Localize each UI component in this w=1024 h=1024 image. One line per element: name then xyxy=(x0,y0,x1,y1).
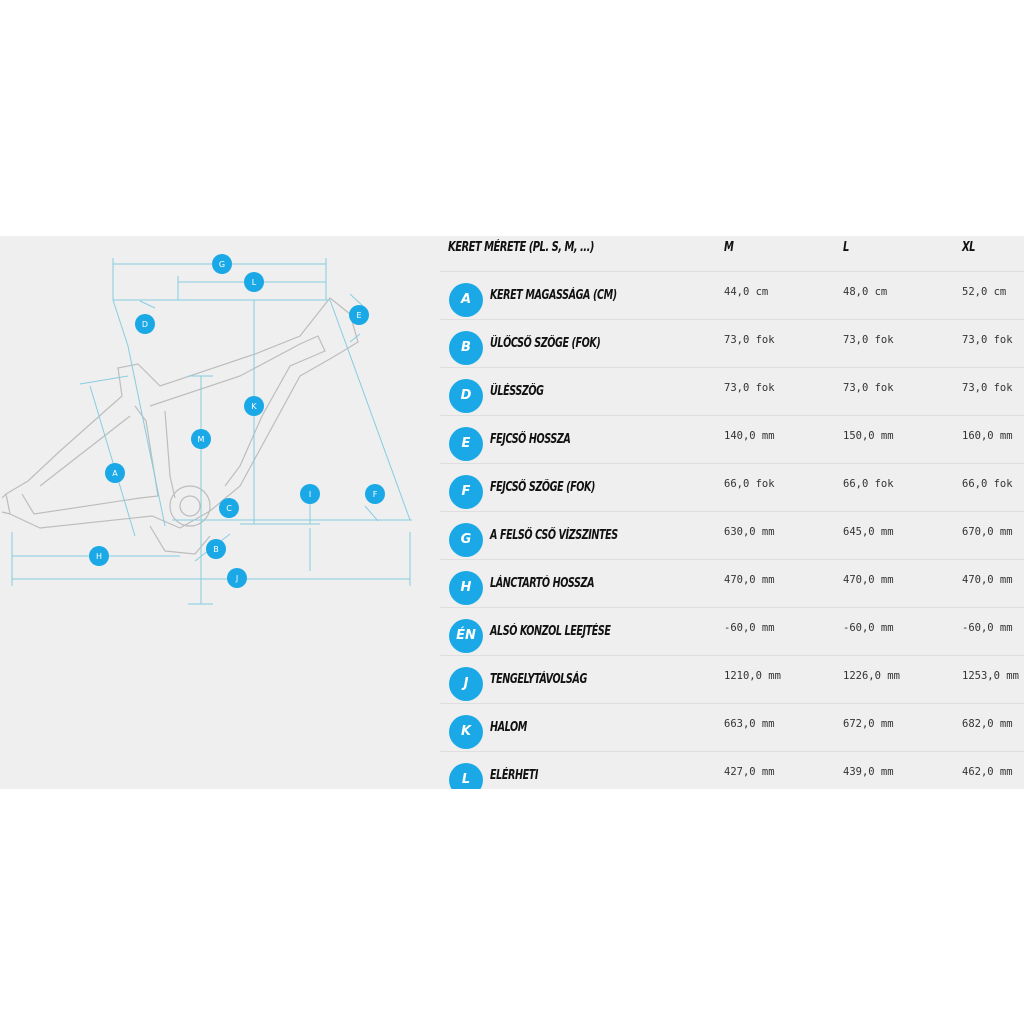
value-xl: 52,0 cm xyxy=(962,286,1007,298)
row-label: KERET MAGASSÁGA (CM) xyxy=(490,288,617,303)
row-badge: E xyxy=(449,427,483,461)
row-badge: G xyxy=(449,523,483,557)
row-label: FEJCSŐ HOSSZA xyxy=(490,432,571,447)
row-badge: H xyxy=(449,571,483,605)
marker-c: C xyxy=(226,504,232,513)
row-label: FEJCSŐ SZÖGE (FOK) xyxy=(490,480,596,495)
value-m: 1210,0 mm xyxy=(724,670,781,682)
value-l: 439,0 mm xyxy=(843,766,894,778)
row-label: ELÉRHETI xyxy=(490,768,539,783)
table-row: B ÜLŐCSŐ SZÖGE (FOK) 73,0 fok 73,0 fok 7… xyxy=(440,319,1024,368)
marker-f: F xyxy=(373,490,378,499)
marker-m: M xyxy=(198,435,205,444)
row-badge: A xyxy=(449,283,483,317)
value-m: 470,0 mm xyxy=(724,574,775,586)
value-m: 44,0 cm xyxy=(724,286,769,298)
value-xl: 1253,0 mm xyxy=(962,670,1019,682)
table-row: L ELÉRHETI 427,0 mm 439,0 mm 462,0 mm xyxy=(440,751,1024,789)
value-xl: 66,0 fok xyxy=(962,478,1013,490)
value-m: 427,0 mm xyxy=(724,766,775,778)
value-l: -60,0 mm xyxy=(843,622,894,634)
marker-l: L xyxy=(252,278,257,287)
marker-e: E xyxy=(356,311,361,320)
header-size-xl: XL xyxy=(962,240,976,255)
row-badge: J xyxy=(449,667,483,701)
row-label: LÁNCTARTÓ HOSSZA xyxy=(490,576,595,591)
marker-a: A xyxy=(112,469,118,478)
value-xl: 470,0 mm xyxy=(962,574,1013,586)
value-l: 150,0 mm xyxy=(843,430,894,442)
table-row: D ÜLÉSSZÖG 73,0 fok 73,0 fok 73,0 fok xyxy=(440,367,1024,416)
value-l: 73,0 fok xyxy=(843,382,894,394)
table-row: F FEJCSŐ SZÖGE (FOK) 66,0 fok 66,0 fok 6… xyxy=(440,463,1024,512)
table-row: A KERET MAGASSÁGA (CM) 44,0 cm 48,0 cm 5… xyxy=(440,271,1024,320)
marker-j: J xyxy=(235,574,238,583)
value-l: 470,0 mm xyxy=(843,574,894,586)
value-l: 73,0 fok xyxy=(843,334,894,346)
row-label: TENGELYTÁVOLSÁG xyxy=(490,672,587,687)
row-label: HALOM xyxy=(490,720,527,735)
diagram-markers: G L D E K M A I F C B H J xyxy=(89,254,385,588)
value-xl: -60,0 mm xyxy=(962,622,1013,634)
value-l: 645,0 mm xyxy=(843,526,894,538)
value-l: 48,0 cm xyxy=(843,286,888,298)
frame-geometry-diagram: G L D E K M A I F C B H J xyxy=(1,254,412,605)
value-m: 73,0 fok xyxy=(724,382,775,394)
row-badge: D xyxy=(449,379,483,413)
value-m: 66,0 fok xyxy=(724,478,775,490)
value-xl: 462,0 mm xyxy=(962,766,1013,778)
value-m: 140,0 mm xyxy=(724,430,775,442)
value-xl: 682,0 mm xyxy=(962,718,1013,730)
table-row: ÉN ALSÓ KONZOL LEEJTÉSE -60,0 mm -60,0 m… xyxy=(440,607,1024,656)
value-xl: 73,0 fok xyxy=(962,334,1013,346)
row-badge: F xyxy=(449,475,483,509)
value-l: 66,0 fok xyxy=(843,478,894,490)
table-row: K HALOM 663,0 mm 672,0 mm 682,0 mm xyxy=(440,703,1024,752)
header-size-m: M xyxy=(724,240,734,255)
bike-frame-outline xyxy=(1,297,359,555)
marker-h: H xyxy=(96,552,102,561)
geometry-table: KERET MÉRETE (PL. S, M, ...) M L XL A KE… xyxy=(440,236,1024,789)
marker-i: I xyxy=(309,490,311,499)
marker-k: K xyxy=(251,402,257,411)
value-xl: 160,0 mm xyxy=(962,430,1013,442)
row-label: ÜLÉSSZÖG xyxy=(490,384,544,399)
row-badge: L xyxy=(449,763,483,789)
row-badge: ÉN xyxy=(449,619,483,653)
row-label: ÜLŐCSŐ SZÖGE (FOK) xyxy=(490,336,601,351)
row-label: A FELSŐ CSŐ VÍZSZINTES xyxy=(490,528,618,543)
value-l: 1226,0 mm xyxy=(843,670,900,682)
marker-d: D xyxy=(142,320,148,329)
value-xl: 73,0 fok xyxy=(962,382,1013,394)
row-badge: K xyxy=(449,715,483,749)
table-row: G A FELSŐ CSŐ VÍZSZINTES 630,0 mm 645,0 … xyxy=(440,511,1024,560)
geometry-panel: G L D E K M A I F C B H J KERET MÉRETE (… xyxy=(0,236,1024,789)
row-badge: B xyxy=(449,331,483,365)
value-m: 630,0 mm xyxy=(724,526,775,538)
row-label: ALSÓ KONZOL LEEJTÉSE xyxy=(490,624,611,639)
table-row: J TENGELYTÁVOLSÁG 1210,0 mm 1226,0 mm 12… xyxy=(440,655,1024,704)
value-xl: 670,0 mm xyxy=(962,526,1013,538)
header-size-l: L xyxy=(843,240,849,255)
marker-b: B xyxy=(213,545,219,554)
marker-g: G xyxy=(219,260,225,269)
table-row: H LÁNCTARTÓ HOSSZA 470,0 mm 470,0 mm 470… xyxy=(440,559,1024,608)
value-m: 73,0 fok xyxy=(724,334,775,346)
value-l: 672,0 mm xyxy=(843,718,894,730)
table-row: E FEJCSŐ HOSSZA 140,0 mm 150,0 mm 160,0 … xyxy=(440,415,1024,464)
value-m: 663,0 mm xyxy=(724,718,775,730)
value-m: -60,0 mm xyxy=(724,622,775,634)
header-frame-size: KERET MÉRETE (PL. S, M, ...) xyxy=(448,240,594,255)
